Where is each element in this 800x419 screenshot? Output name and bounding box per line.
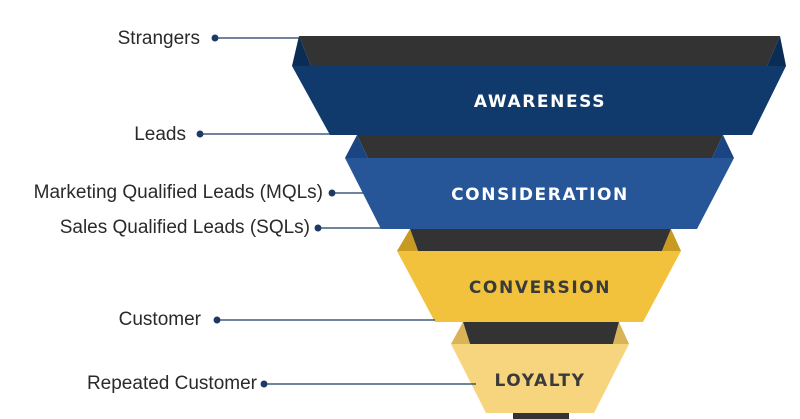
connector-dot-leads — [196, 130, 204, 138]
annotation-repeated-customer: Repeated Customer — [86, 373, 257, 394]
stage-conversion — [397, 251, 681, 322]
stage-label-loyalty: LOYALTY — [494, 371, 585, 391]
fold-conversion-left — [397, 229, 418, 251]
fold-loyalty-right — [613, 322, 629, 344]
connector-dot-sqls — [314, 224, 322, 232]
dark-band-bottom — [513, 413, 569, 419]
stage-awareness — [292, 66, 786, 135]
connector-dot-mqls — [328, 189, 336, 197]
annotation-mqls: Marketing Qualified Leads (MQLs) — [33, 182, 323, 203]
fold-awareness-left — [292, 36, 311, 66]
fold-consideration-right — [712, 135, 734, 158]
stage-loyalty — [451, 344, 629, 413]
connector-dot-customer — [213, 316, 221, 324]
fold-conversion-right — [662, 229, 681, 251]
annotation-sqls: Sales Qualified Leads (SQLs) — [59, 217, 310, 238]
fold-awareness-right — [767, 36, 786, 66]
fold-consideration-left — [345, 135, 368, 158]
dark-band-loyalty — [463, 322, 619, 344]
fold-loyalty-left — [451, 322, 470, 344]
stage-consideration — [345, 158, 734, 229]
connector-dot-repeated-customer — [260, 380, 268, 388]
annotation-customer: Customer — [118, 309, 201, 330]
connector-dot-strangers — [211, 34, 219, 42]
stage-label-awareness: AWARENESS — [474, 92, 606, 112]
dark-band-consideration — [357, 135, 723, 158]
dark-band-awareness — [299, 36, 780, 66]
annotation-leads: Leads — [134, 124, 186, 145]
dark-band-conversion — [410, 229, 671, 251]
stage-label-consideration: CONSIDERATION — [451, 185, 629, 205]
annotation-strangers: Strangers — [117, 28, 200, 49]
stage-label-conversion: CONVERSION — [469, 278, 611, 298]
